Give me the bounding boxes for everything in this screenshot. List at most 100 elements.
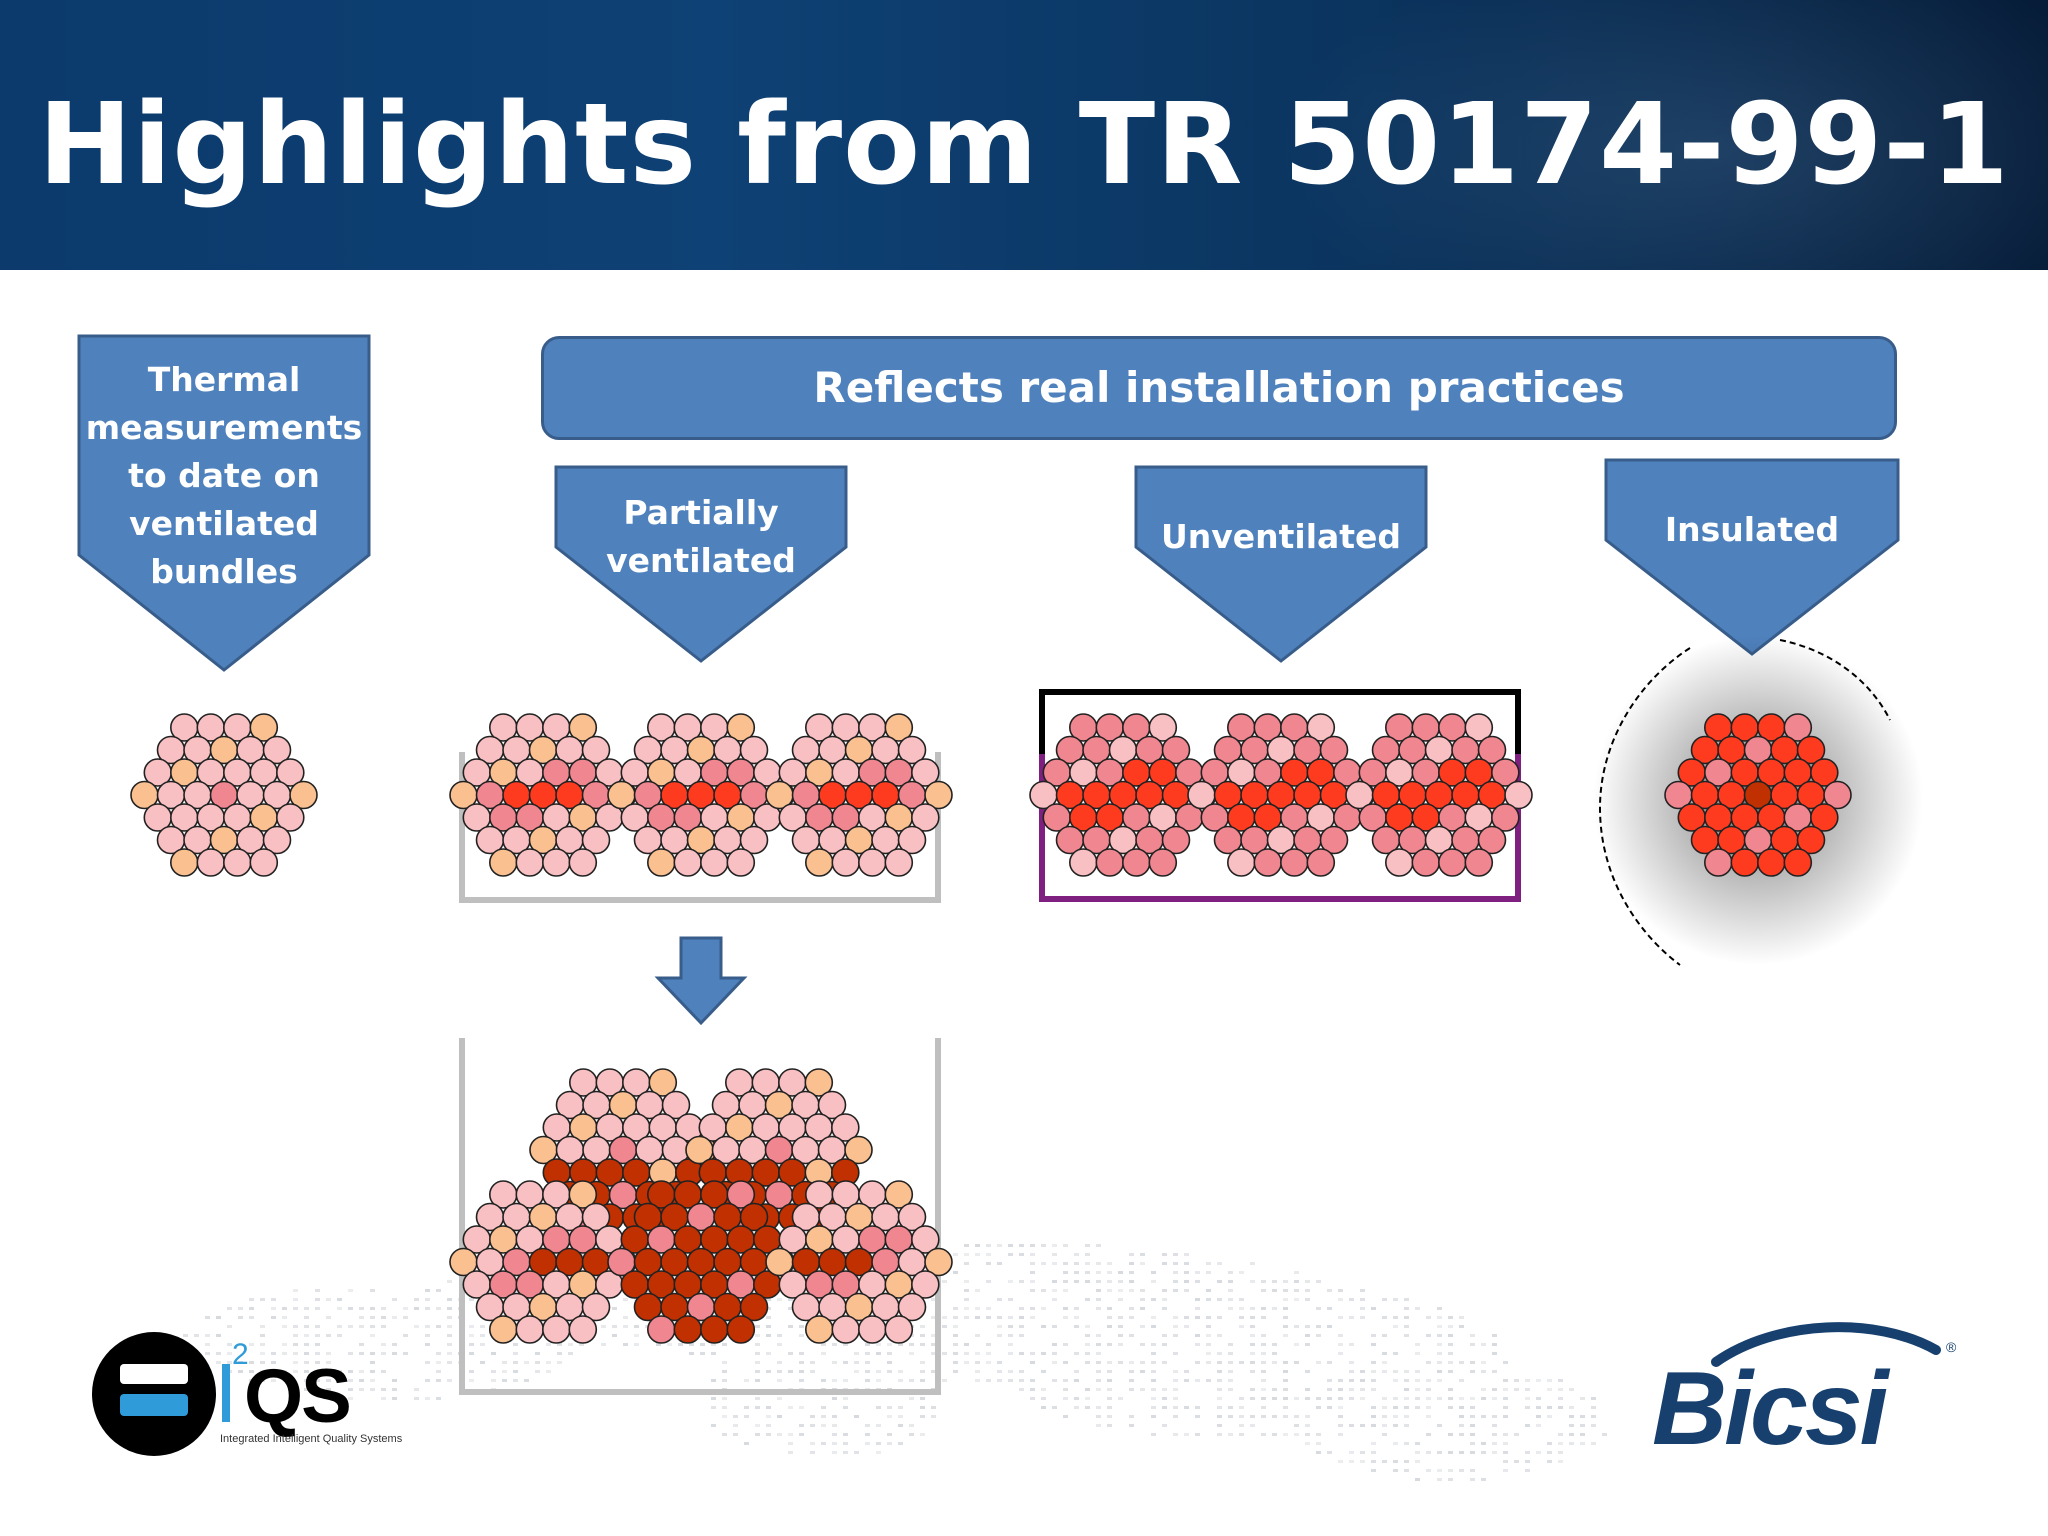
map-dot xyxy=(238,1361,243,1364)
cable xyxy=(289,780,318,810)
map-dot xyxy=(1063,1280,1068,1283)
map-dot xyxy=(1415,1451,1420,1454)
map-dot xyxy=(931,1343,936,1346)
map-dot xyxy=(1283,1280,1288,1283)
bundle-insulated xyxy=(1664,713,1852,877)
cable xyxy=(1477,735,1507,765)
map-dot xyxy=(1294,1298,1299,1301)
bundle-unvent-1 xyxy=(1029,713,1217,877)
map-dot xyxy=(1184,1316,1189,1319)
map-dot xyxy=(799,1334,804,1337)
map-dot xyxy=(1118,1316,1123,1319)
map-dot xyxy=(1217,1379,1222,1382)
map-dot xyxy=(887,1406,892,1409)
map-dot xyxy=(1151,1280,1156,1283)
map-dot xyxy=(623,1316,628,1319)
map-dot xyxy=(1404,1442,1409,1445)
map-dot xyxy=(1371,1307,1376,1310)
map-dot xyxy=(843,1379,848,1382)
map-dot xyxy=(975,1352,980,1355)
map-dot xyxy=(1085,1280,1090,1283)
map-dot xyxy=(1371,1469,1376,1472)
map-dot xyxy=(964,1307,969,1310)
map-dot xyxy=(348,1352,353,1355)
map-dot xyxy=(1305,1325,1310,1328)
map-dot xyxy=(887,1361,892,1364)
map-dot xyxy=(447,1298,452,1301)
map-dot xyxy=(535,1370,540,1373)
map-dot xyxy=(1316,1397,1321,1400)
map-dot xyxy=(964,1244,969,1247)
map-dot xyxy=(1558,1397,1563,1400)
map-dot xyxy=(1063,1307,1068,1310)
map-dot xyxy=(1195,1406,1200,1409)
map-dot xyxy=(1415,1478,1420,1481)
map-dot xyxy=(1404,1469,1409,1472)
map-dot xyxy=(711,1406,716,1409)
map-dot xyxy=(788,1352,793,1355)
cable xyxy=(1730,848,1760,877)
cable xyxy=(1253,848,1283,877)
map-dot xyxy=(678,1343,683,1346)
map-dot xyxy=(1305,1442,1310,1445)
map-dot xyxy=(1096,1307,1101,1310)
map-dot xyxy=(1382,1370,1387,1373)
map-dot xyxy=(1173,1280,1178,1283)
map-dot xyxy=(1481,1370,1486,1373)
map-dot xyxy=(1173,1271,1178,1274)
map-dot xyxy=(1503,1442,1508,1445)
map-dot xyxy=(1426,1379,1431,1382)
banner-installation-practices xyxy=(541,336,1897,440)
map-dot xyxy=(1261,1397,1266,1400)
map-dot xyxy=(1492,1433,1497,1436)
map-dot xyxy=(370,1379,375,1382)
enclosure-side-walls xyxy=(1039,752,1521,902)
map-dot xyxy=(326,1316,331,1319)
map-dot xyxy=(293,1325,298,1328)
cable xyxy=(568,848,598,877)
map-dot xyxy=(1250,1343,1255,1346)
map-dot xyxy=(1140,1325,1145,1328)
cable xyxy=(262,735,292,765)
map-dot xyxy=(1349,1370,1354,1373)
map-dot xyxy=(1437,1469,1442,1472)
map-dot xyxy=(1261,1433,1266,1436)
map-dot xyxy=(1393,1469,1398,1472)
arrow-label-line: ventilated xyxy=(129,504,319,543)
map-dot xyxy=(1074,1370,1079,1373)
map-dot xyxy=(447,1343,452,1346)
arrow-insulated xyxy=(1604,458,1900,656)
cable xyxy=(581,1292,611,1322)
map-dot xyxy=(1206,1289,1211,1292)
map-dot xyxy=(1448,1316,1453,1319)
map-dot xyxy=(1547,1379,1552,1382)
map-dot xyxy=(810,1451,815,1454)
cable xyxy=(924,780,953,810)
cable xyxy=(1122,848,1151,877)
map-dot xyxy=(1096,1334,1101,1337)
cable xyxy=(857,848,887,877)
map-dot xyxy=(293,1361,298,1364)
map-dot xyxy=(766,1352,771,1355)
map-dot xyxy=(1459,1379,1464,1382)
map-dot xyxy=(1459,1361,1464,1364)
map-dot xyxy=(1536,1406,1541,1409)
map-dot xyxy=(1448,1406,1453,1409)
map-dot xyxy=(832,1343,837,1346)
map-dot xyxy=(1448,1325,1453,1328)
map-dot xyxy=(370,1316,375,1319)
title-header: Highlights from TR 50174-99-1 xyxy=(0,0,2048,270)
map-dot xyxy=(1305,1388,1310,1391)
map-dot xyxy=(1096,1370,1101,1373)
map-dot xyxy=(1184,1253,1189,1256)
map-dot xyxy=(788,1433,793,1436)
map-dot xyxy=(1239,1415,1244,1418)
map-dot xyxy=(1129,1316,1134,1319)
map-dot xyxy=(436,1289,441,1292)
map-dot xyxy=(1052,1379,1057,1382)
map-dot xyxy=(1305,1415,1310,1418)
map-dot xyxy=(1481,1343,1486,1346)
map-dot xyxy=(1206,1334,1211,1337)
map-dot xyxy=(1107,1316,1112,1319)
map-dot xyxy=(920,1334,925,1337)
